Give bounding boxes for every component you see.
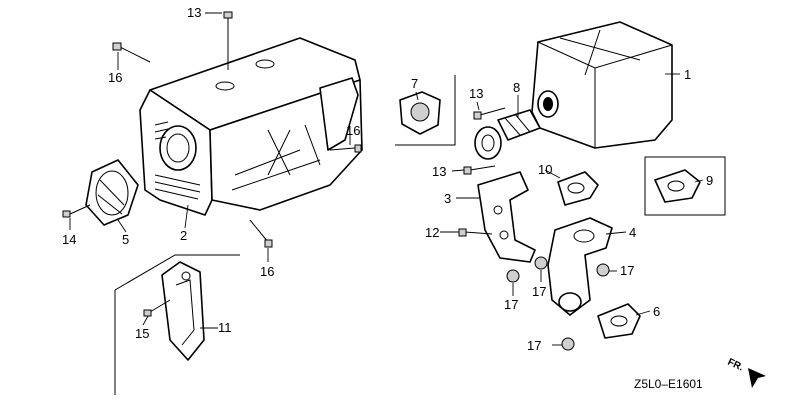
callout-15: 15: [135, 326, 149, 341]
callout-1: 1: [684, 67, 691, 82]
muffler: [531, 21, 673, 149]
callout-labels: 13 16 16 16 14 5 2 11 15 7 13 8 1 13 3 1…: [62, 5, 713, 353]
callout-2: 2: [180, 228, 187, 243]
exhaust-pipe: [547, 217, 613, 316]
callout-13-low: 13: [432, 164, 446, 179]
callout-17-left: 17: [504, 297, 518, 312]
callout-11: 11: [218, 320, 232, 335]
bolts: [62, 11, 506, 317]
callout-13-mid: 13: [469, 86, 483, 101]
callout-12: 12: [425, 225, 439, 240]
muffler-stay: [477, 171, 536, 263]
frame-line-mid: [395, 75, 456, 146]
frame-line-left: [114, 254, 240, 395]
muffler-protector: [139, 37, 363, 216]
callout-17-mid: 17: [532, 284, 546, 299]
callout-6: 6: [653, 304, 660, 319]
frame-box-right: [644, 156, 726, 216]
callout-3: 3: [444, 191, 451, 206]
gasket-boxed: [654, 169, 701, 203]
callout-14: 14: [62, 232, 76, 247]
callout-16-right: 16: [346, 123, 360, 138]
direction-label: FR.: [726, 357, 745, 374]
screen-bracket: [399, 91, 441, 135]
leader-lines: [69, 12, 704, 346]
spark-arrester: [474, 109, 541, 160]
callout-17-bottom: 17: [527, 338, 541, 353]
callout-16-left: 16: [108, 70, 122, 85]
callout-9: 9: [706, 173, 713, 188]
callout-10: 10: [538, 162, 552, 177]
callout-16-bottom: 16: [260, 264, 274, 279]
diagram-code: Z5L0–E1601: [634, 377, 703, 391]
callout-8: 8: [513, 80, 520, 95]
exhaust-deflector: [85, 159, 139, 226]
callout-4: 4: [629, 225, 636, 240]
gasket-lower: [597, 303, 641, 339]
callout-5: 5: [122, 232, 129, 247]
callout-7: 7: [411, 76, 418, 91]
front-direction-arrow: FR.: [726, 357, 766, 388]
flange-nuts: [506, 256, 610, 351]
gasket-upper: [557, 171, 599, 206]
arrester-cover: [161, 261, 205, 361]
callout-13-top: 13: [187, 5, 201, 20]
callout-17-right: 17: [620, 263, 634, 278]
